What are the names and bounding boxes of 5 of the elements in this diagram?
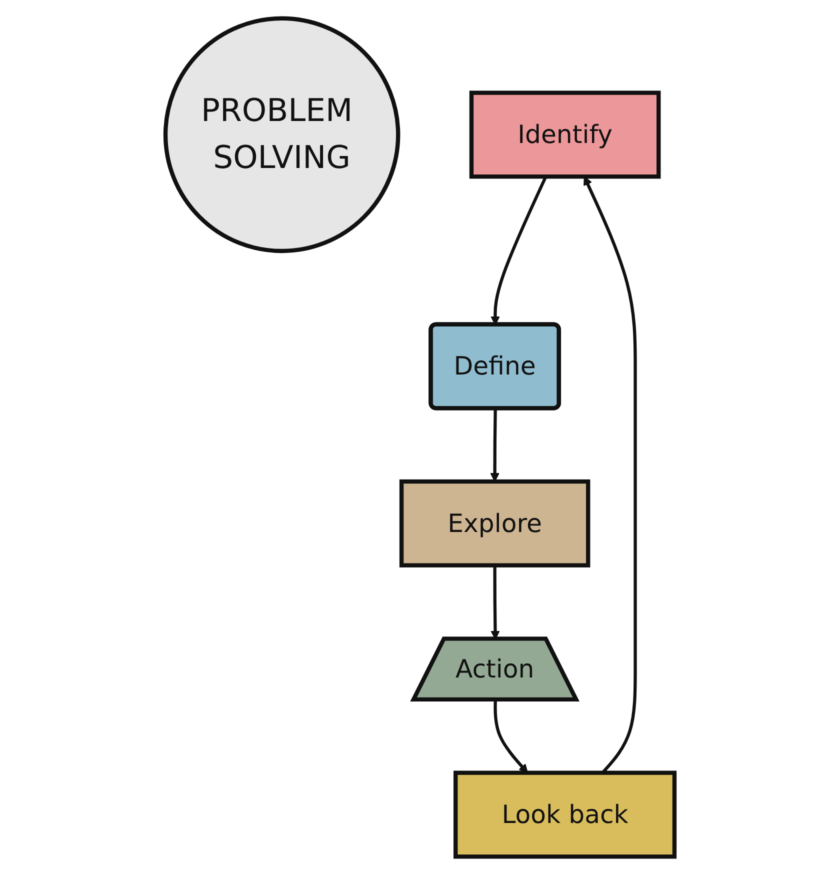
- node-box: Look back: [454, 770, 677, 859]
- arrow: [490, 408, 500, 482]
- node-circle: PROBLEM SOLVING: [163, 16, 400, 254]
- node-box: Identify: [469, 90, 661, 179]
- node-box: Explore: [399, 479, 590, 568]
